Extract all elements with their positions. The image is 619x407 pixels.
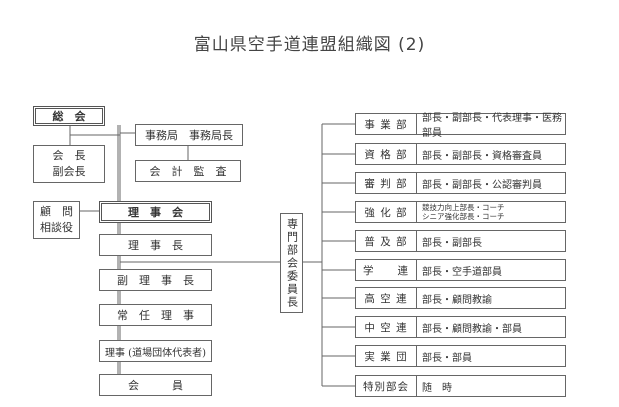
dept-name: 普 及 部 xyxy=(364,235,408,248)
dept-row: 高 空 連 部長・顧問教諭 xyxy=(355,287,566,309)
page-title: 富山県空手道連盟組織図 (2) xyxy=(193,35,426,55)
committee-chair-label: 専門部会委員長 xyxy=(285,217,299,309)
vice-chairman-box: 副 理 事 長 xyxy=(99,269,212,291)
joninriji-label: 常 任 理 事 xyxy=(117,309,194,322)
dept-row: 審 判 部 部長・副部長・公認審判員 xyxy=(355,172,566,194)
audit-box: 会 計 監 査 xyxy=(135,160,241,182)
president-box: 会 長 副会長 xyxy=(33,145,105,183)
advisor-box: 顧 問 相談役 xyxy=(33,201,80,239)
kaikei-label: 会 計 監 査 xyxy=(149,165,227,178)
dept-row: 特別部会 随 時 xyxy=(355,375,566,397)
board-box: 理 事 会 xyxy=(99,201,212,223)
dept-name: 事 業 部 xyxy=(364,118,408,131)
dept-row: 強 化 部 競技力向上部長・コーチ シニア強化部長・コーチ xyxy=(355,201,566,223)
kaicho-label: 会 長 xyxy=(52,149,86,162)
committee-chair-box: 専門部会委員長 xyxy=(280,213,303,313)
sokai-label: 総 会 xyxy=(52,110,86,123)
dept-name: 高 空 連 xyxy=(364,292,408,305)
jimukyoku-label: 事務局 事務局長 xyxy=(145,129,233,142)
dept-desc: 部長・副部長 xyxy=(422,237,482,249)
member-box: 会 員 xyxy=(99,374,212,396)
komon-label: 顧 問 xyxy=(40,205,73,218)
fukukaicho-label: 副会長 xyxy=(52,165,86,178)
dept-desc: 部長・部員 xyxy=(422,352,472,364)
dept-desc-line1: 競技力向上部長・コーチ xyxy=(422,203,505,212)
dept-row: 学 連 部長・空手道部員 xyxy=(355,259,566,281)
dept-desc: 随 時 xyxy=(422,382,452,394)
riji-label: 理事 (道場団体代表者) xyxy=(105,347,206,359)
dept-row: 資 格 部 部長・副部長・資格審査員 xyxy=(355,143,566,165)
rijikai-label: 理 事 会 xyxy=(128,206,183,219)
dept-desc: 競技力向上部長・コーチ シニア強化部長・コーチ xyxy=(422,202,563,222)
secretariat-box: 事務局 事務局長 xyxy=(135,124,243,146)
dept-row: 中 空 連 部長・顧問教諭・部員 xyxy=(355,316,566,338)
dept-name: 審 判 部 xyxy=(364,177,408,190)
dept-desc-line2: シニア強化部長・コーチ xyxy=(422,212,505,221)
executive-director-box: 常 任 理 事 xyxy=(99,304,212,326)
dept-desc: 部長・副部長・代表理事・医務部員 xyxy=(422,113,562,139)
dept-row: 実 業 団 部長・部員 xyxy=(355,345,566,367)
director-box: 理事 (道場団体代表者) xyxy=(99,340,212,362)
dept-name: 学 連 xyxy=(363,264,409,277)
sodanyaku-label: 相談役 xyxy=(40,221,73,234)
fukurijicho-label: 副 理 事 長 xyxy=(117,274,194,287)
rijicho-label: 理 事 長 xyxy=(128,239,183,252)
dept-name: 資 格 部 xyxy=(364,148,408,161)
dept-desc: 部長・顧問教諭 xyxy=(422,294,492,306)
kaiin-label: 会 員 xyxy=(128,379,183,392)
dept-desc: 部長・顧問教諭・部員 xyxy=(422,323,522,335)
dept-desc: 部長・副部長・資格審査員 xyxy=(422,150,542,162)
dept-row: 事 業 部 部長・副部長・代表理事・医務部員 xyxy=(355,113,566,139)
dept-name: 実 業 団 xyxy=(364,350,408,363)
dept-row: 普 及 部 部長・副部長 xyxy=(355,230,566,252)
dept-name: 中 空 連 xyxy=(364,321,408,334)
dept-name: 特別部会 xyxy=(363,380,409,393)
chairman-box: 理 事 長 xyxy=(99,234,212,256)
dept-desc: 部長・空手道部員 xyxy=(422,266,502,278)
dept-desc: 部長・副部長・公認審判員 xyxy=(422,179,542,191)
sokai-box: 総 会 xyxy=(33,106,105,126)
dept-name: 強 化 部 xyxy=(364,206,408,219)
